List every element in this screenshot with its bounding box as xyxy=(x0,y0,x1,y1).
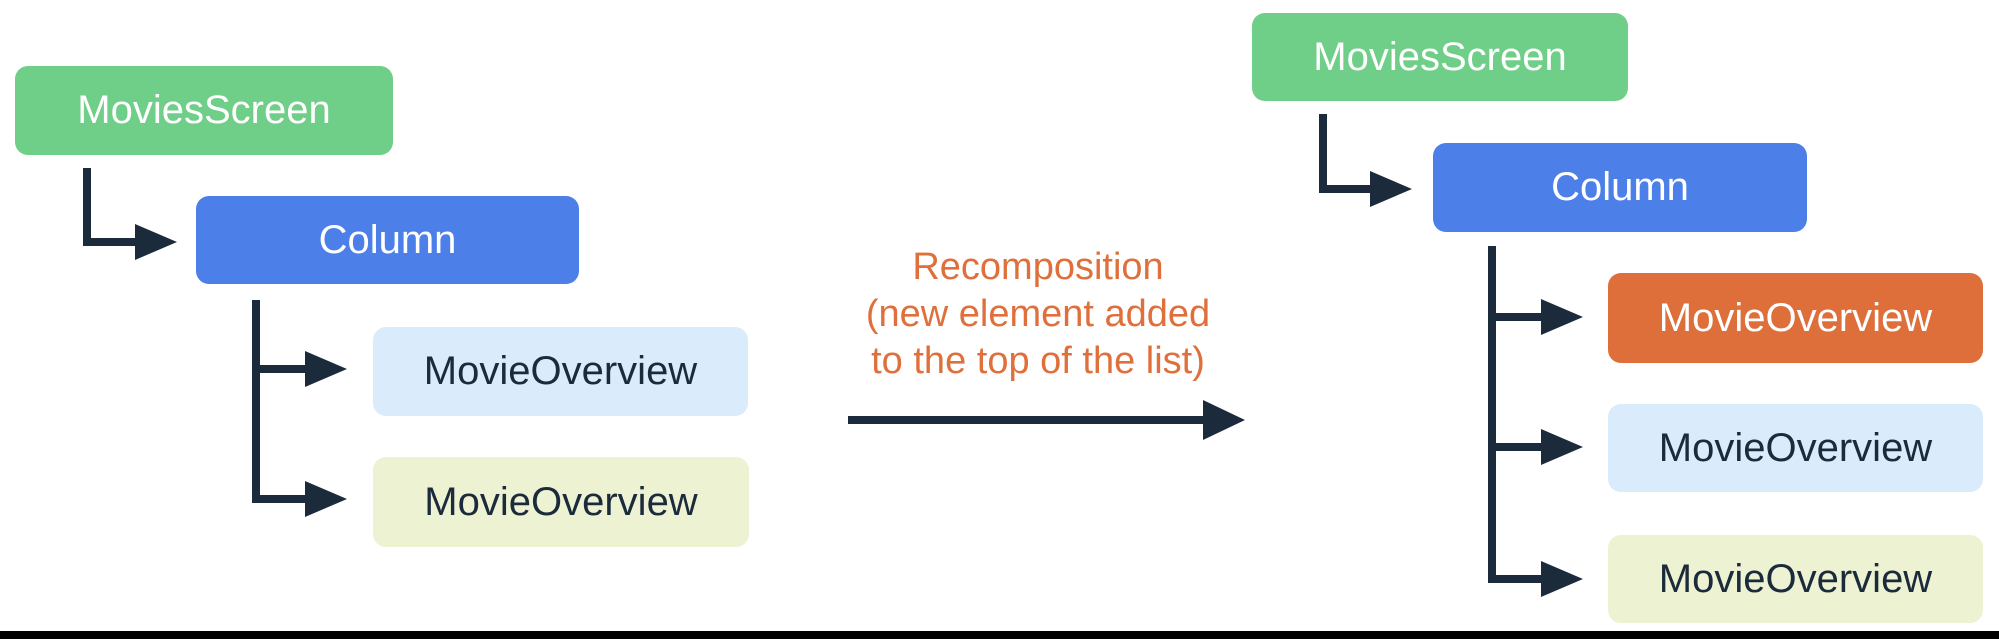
after-root-connector-vertical xyxy=(1319,114,1327,193)
transition-arrow-shaft xyxy=(848,416,1203,424)
after-child3-connector xyxy=(1488,575,1541,583)
before-child1-connector xyxy=(252,365,305,373)
before-children-connector-vertical xyxy=(252,300,260,503)
after-children-connector-vertical xyxy=(1488,246,1496,583)
after-child1-connector xyxy=(1488,313,1541,321)
after-movieoverview-node-2: MovieOverview xyxy=(1608,404,1983,492)
before-root-connector-vertical xyxy=(83,168,91,246)
after-child2-arrowhead-icon xyxy=(1541,429,1583,465)
after-child3-arrowhead-icon xyxy=(1541,561,1583,597)
before-column-node: Column xyxy=(196,196,579,284)
after-column-node: Column xyxy=(1433,143,1807,232)
before-moviesscreen-node: MoviesScreen xyxy=(15,66,393,155)
bottom-divider xyxy=(0,631,1999,639)
before-child1-arrowhead-icon xyxy=(305,351,347,387)
before-root-connector-horizontal xyxy=(83,238,135,246)
recomposition-caption-line1: Recomposition xyxy=(912,246,1164,288)
after-child1-arrowhead-icon xyxy=(1541,299,1583,335)
after-child2-connector xyxy=(1488,443,1541,451)
after-movieoverview-node-3: MovieOverview xyxy=(1608,535,1983,623)
after-root-arrowhead-icon xyxy=(1370,171,1412,207)
after-moviesscreen-node: MoviesScreen xyxy=(1252,13,1628,101)
recomposition-caption: Recomposition (new element added to the … xyxy=(818,244,1258,385)
after-movieoverview-node-new: MovieOverview xyxy=(1608,273,1983,363)
recomposition-caption-line2: (new element added xyxy=(865,293,1211,335)
before-movieoverview-node-1: MovieOverview xyxy=(373,327,748,416)
before-child2-arrowhead-icon xyxy=(305,481,347,517)
recomposition-caption-line3: to the top of the list) xyxy=(871,340,1205,382)
transition-arrowhead-icon xyxy=(1203,400,1245,440)
before-child2-connector xyxy=(252,495,305,503)
after-root-connector-horizontal xyxy=(1319,185,1370,193)
before-movieoverview-node-2: MovieOverview xyxy=(373,457,749,547)
before-root-arrowhead-icon xyxy=(135,224,177,260)
